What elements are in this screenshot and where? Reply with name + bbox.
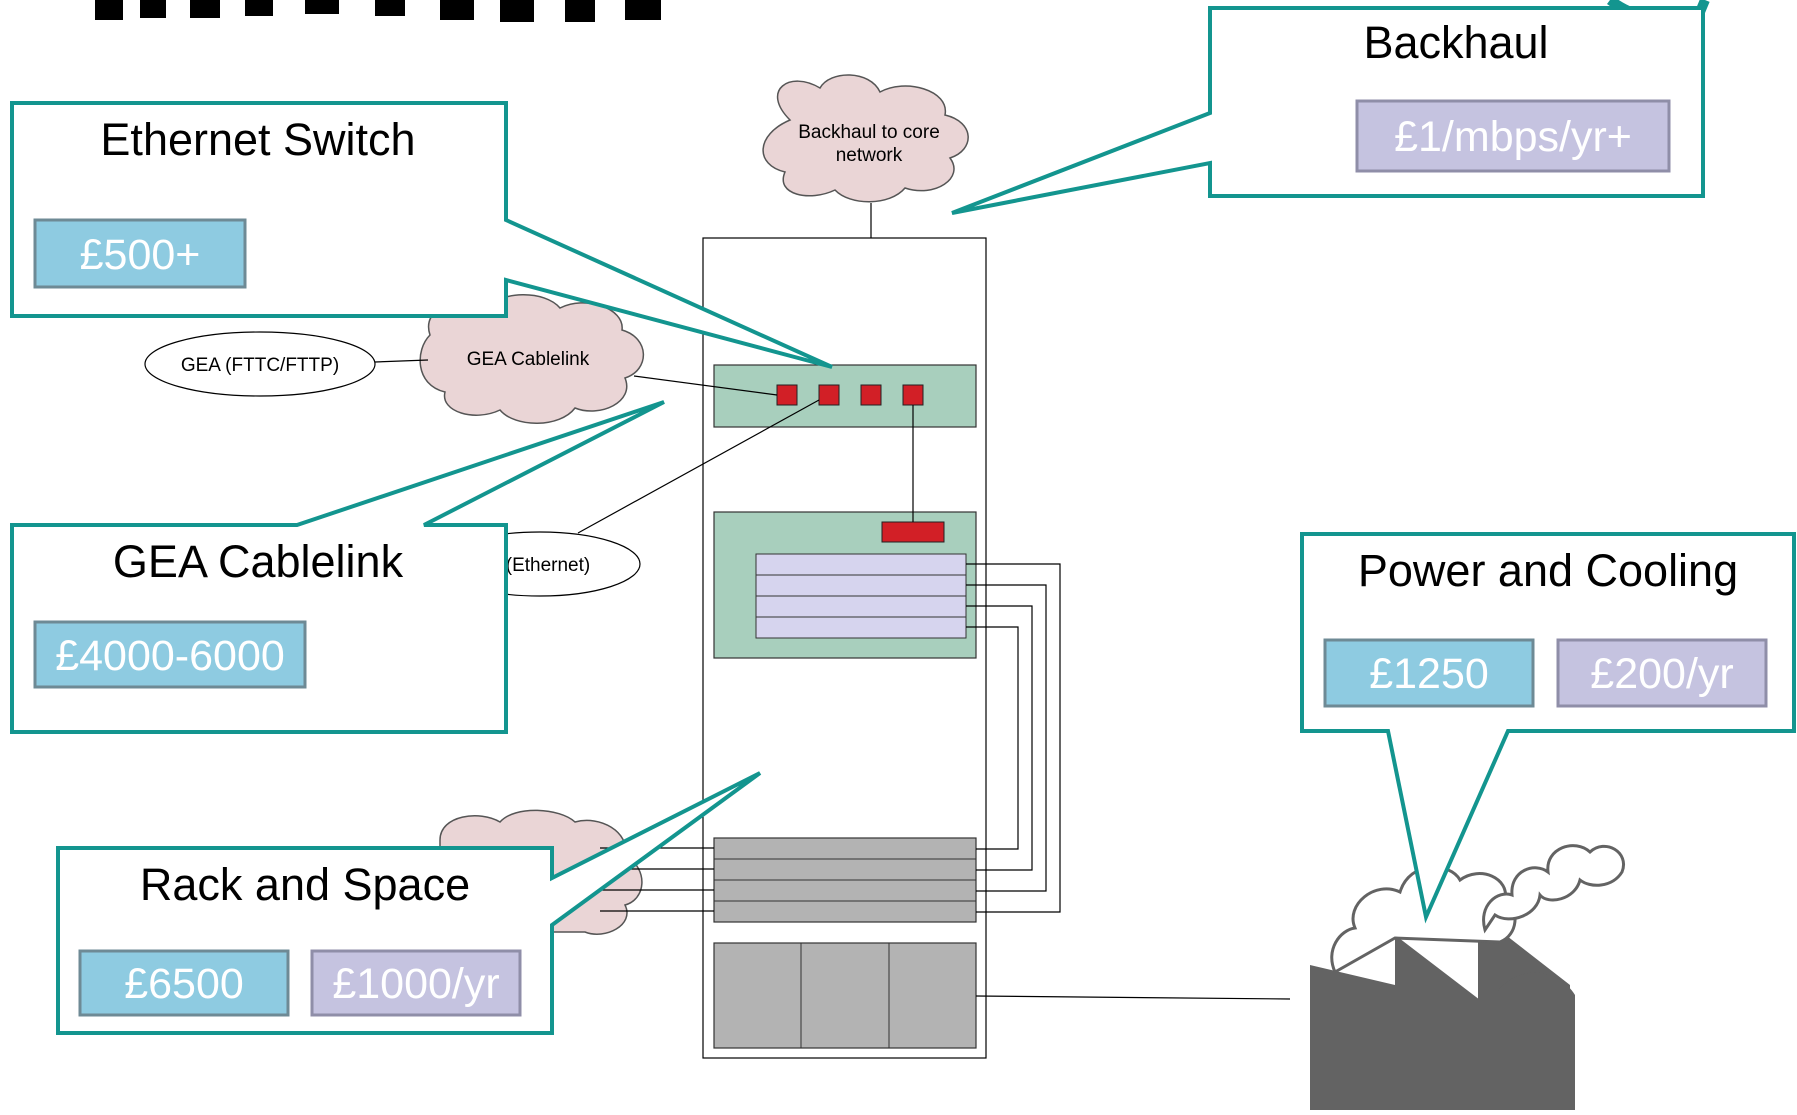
cablelink-unit bbox=[713, 511, 977, 659]
ellipse-gea-fttc: GEA (FTTC/FTTP) bbox=[144, 331, 376, 397]
power-unit bbox=[713, 942, 977, 1049]
power-link bbox=[975, 995, 1291, 1000]
callout-rack-space-title: Rack and Space bbox=[140, 859, 470, 910]
callout-power-cooling: Power and Cooling £1250 £200/yr bbox=[1300, 532, 1796, 924]
callout-ethernet-switch-title: Ethernet Switch bbox=[100, 114, 415, 165]
callout-gea-cablelink: GEA Cablelink £4000-6000 bbox=[10, 400, 665, 734]
price-badge-rack-space-annual bbox=[310, 949, 522, 1017]
callout-gea-cablelink-title: GEA Cablelink bbox=[113, 536, 404, 587]
patch-panel bbox=[713, 837, 977, 923]
switch-port bbox=[818, 384, 840, 406]
cloud-backhaul-line-2: network bbox=[836, 145, 903, 166]
price-rack-space-setup: £6500 bbox=[124, 960, 244, 1008]
price-rack-space-annual: £1000/yr bbox=[332, 960, 499, 1008]
patch-cabling bbox=[966, 563, 1061, 913]
switch-unit bbox=[713, 364, 977, 428]
cloud-backhaul-line-1: Backhaul to core bbox=[798, 122, 940, 143]
price-ethernet-switch: £500+ bbox=[80, 231, 201, 279]
price-power-setup: £1250 bbox=[1369, 650, 1489, 698]
price-power-annual: £200/yr bbox=[1590, 650, 1733, 698]
price-backhaul: £1/mbps/yr+ bbox=[1394, 113, 1632, 161]
switch-port bbox=[902, 384, 924, 406]
switch-port bbox=[776, 384, 798, 406]
price-badge-power-setup bbox=[1323, 638, 1535, 708]
price-badge-backhaul bbox=[1355, 99, 1671, 173]
cloud-gea-cablelink: GEA Cablelink bbox=[419, 294, 645, 424]
callout-backhaul: Backhaul £1/mbps/yr+ bbox=[951, 6, 1705, 215]
callout-rack-space: Rack and Space £6500 £1000/yr bbox=[56, 771, 762, 1035]
price-badge-rack-space-setup bbox=[78, 949, 290, 1017]
price-badge-ethernet-switch bbox=[33, 218, 247, 289]
cloud-backhaul-core: Backhaul to core network bbox=[762, 74, 969, 203]
cloud-gea-cablelink-label: GEA Cablelink bbox=[467, 349, 590, 370]
price-badge-power-annual bbox=[1556, 638, 1768, 708]
cablelink-port bbox=[881, 521, 945, 543]
callout-power-cooling-title: Power and Cooling bbox=[1358, 545, 1738, 596]
price-gea-cablelink: £4000-6000 bbox=[55, 632, 285, 680]
cropped-heading bbox=[95, 0, 661, 22]
factory-icon bbox=[1310, 844, 1625, 1110]
price-badge-gea-cablelink bbox=[33, 620, 307, 689]
ellipse-ethernet-label: (Ethernet) bbox=[506, 555, 590, 576]
switch-port bbox=[860, 384, 882, 406]
callout-ethernet-switch: Ethernet Switch £500+ bbox=[10, 101, 833, 369]
callout-backhaul-title: Backhaul bbox=[1363, 17, 1548, 68]
ellipse-gea-fttc-label: GEA (FTTC/FTTP) bbox=[181, 355, 339, 376]
